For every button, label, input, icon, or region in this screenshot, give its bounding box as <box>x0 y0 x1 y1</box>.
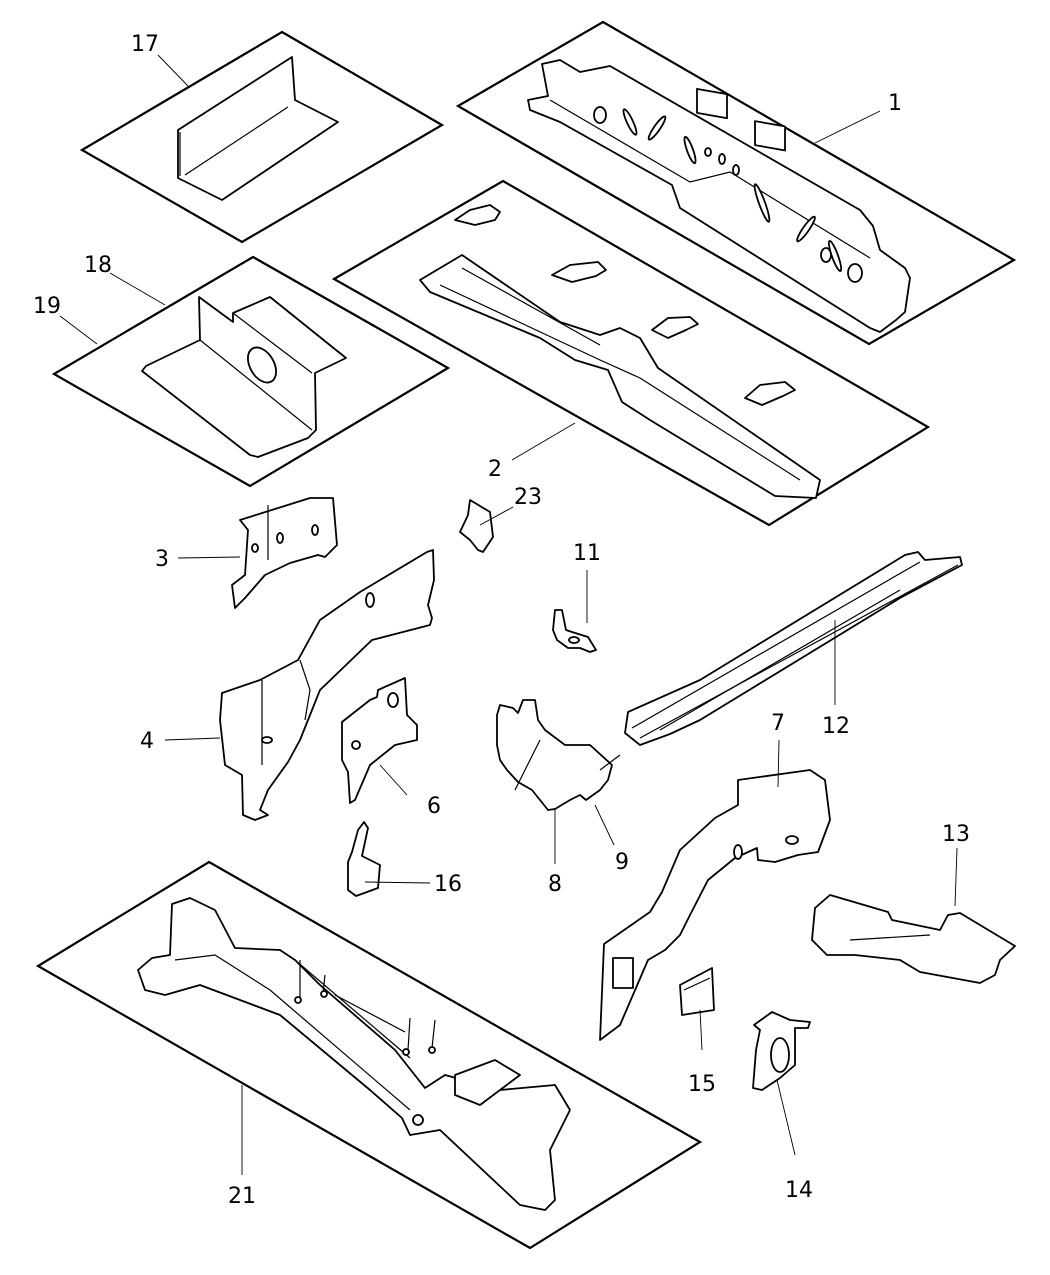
part-8-9-bracket[interactable] <box>496 699 613 811</box>
callout-1: 1 <box>888 91 902 116</box>
callout-16: 16 <box>434 872 462 897</box>
part-23-clip[interactable] <box>459 499 494 553</box>
part-21-subframe[interactable] <box>137 897 571 1211</box>
part-16-bracket[interactable] <box>347 821 381 897</box>
callout-15: 15 <box>688 1072 716 1097</box>
callout-12: 12 <box>822 714 850 739</box>
part-13-bracket[interactable] <box>811 894 1016 984</box>
part-1-group <box>455 20 1017 346</box>
part-18-hole <box>247 346 277 384</box>
callout-14: 14 <box>785 1178 813 1203</box>
part-2-clip-3 <box>651 316 699 339</box>
part-3-bracket[interactable] <box>231 497 338 609</box>
part-1-tab-left <box>696 87 728 120</box>
part-17-group <box>79 30 445 244</box>
callout-2: 2 <box>488 457 502 482</box>
callout-17: 17 <box>131 32 159 57</box>
leader-lines <box>59 54 958 1175</box>
callout-13: 13 <box>942 822 970 847</box>
callout-23: 23 <box>514 485 542 510</box>
callout-19: 19 <box>33 294 61 319</box>
callout-21: 21 <box>228 1184 256 1209</box>
part-11-nut-plate[interactable] <box>552 609 597 653</box>
part-2-floor-rail[interactable] <box>419 254 821 499</box>
part-2-group <box>331 179 931 527</box>
callout-18: 18 <box>84 253 112 278</box>
part-21-engine-mount <box>454 1059 521 1106</box>
callout-7: 7 <box>771 711 785 736</box>
callout-11: 11 <box>573 541 601 566</box>
part-7-rear-rail[interactable] <box>599 769 831 1041</box>
callout-8: 8 <box>548 872 562 897</box>
part-2-clip-4 <box>744 381 796 406</box>
part-12-sill-rail[interactable] <box>624 551 963 746</box>
part-6-nut <box>351 740 361 750</box>
part-6-bracket[interactable] <box>341 677 418 804</box>
part-1-tab-right <box>754 120 786 152</box>
part-4-front-rail[interactable] <box>219 549 435 821</box>
part-21-group <box>35 860 703 1250</box>
callout-4: 4 <box>140 729 154 754</box>
callout-3: 3 <box>155 547 169 572</box>
part-2-clip-2 <box>551 261 607 283</box>
part-7-slot <box>612 957 634 989</box>
part-18-19-group <box>51 255 451 488</box>
callout-9: 9 <box>615 850 629 875</box>
part-17-angle-bracket[interactable] <box>177 56 339 201</box>
part-1-crossmember[interactable] <box>527 59 911 333</box>
part-2-clip-1 <box>454 204 501 226</box>
callout-6: 6 <box>427 794 441 819</box>
callouts: 17 1 18 19 2 23 3 11 4 12 7 6 13 9 8 16 … <box>33 32 970 1209</box>
part-15-patch[interactable] <box>679 967 715 1016</box>
